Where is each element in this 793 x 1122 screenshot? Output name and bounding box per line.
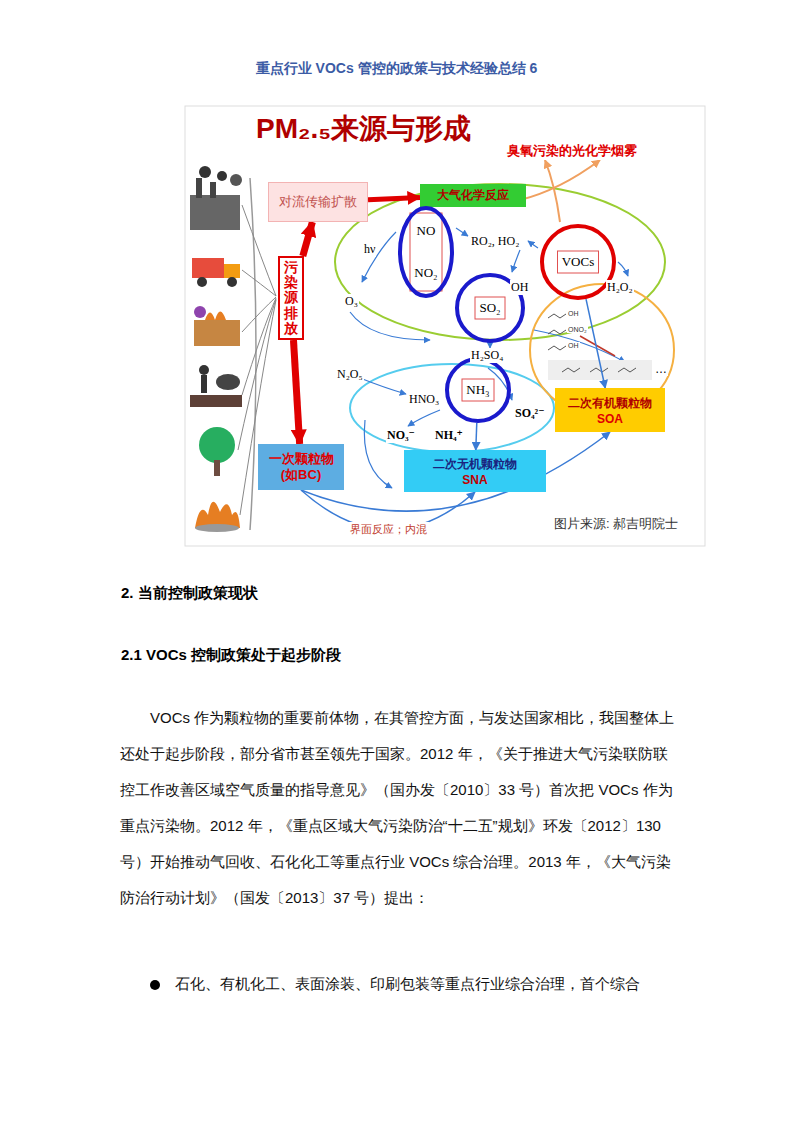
- circle-ring: [447, 359, 509, 421]
- bullet-dot: [150, 980, 160, 990]
- species-box: [558, 251, 599, 273]
- annotation-label: H₂O₂: [606, 280, 634, 295]
- annotation-label: SO₄²⁻: [514, 406, 546, 421]
- truck-icon: [192, 258, 240, 287]
- node-box: 一次颗粒物 (如BC): [258, 444, 344, 490]
- annotation-label: NH₄⁺: [434, 428, 464, 443]
- node-text: 二次有机颗粒物: [568, 395, 652, 412]
- annotation-label: RO₂, HO₂: [470, 234, 520, 249]
- connector: [301, 432, 610, 511]
- fire-icon: [195, 502, 240, 532]
- diagram-title: PM₂.₅来源与形成: [256, 110, 471, 148]
- body-text: 石化、有机化工、表面涂装、印刷包装等重点行业综合治理，首个综合: [175, 975, 685, 994]
- species-box: [410, 213, 442, 291]
- connector: [586, 299, 605, 388]
- farmer-icon: [190, 365, 242, 407]
- running-header: 重点行业 VOCs 管控的政策与技术经验总结 6: [0, 60, 793, 78]
- species-box: [462, 379, 494, 401]
- node-box: 对流传输扩散: [268, 182, 368, 222]
- species-box: [475, 297, 505, 319]
- annotation-label: OH: [510, 280, 529, 295]
- annotation-label: 图片来源: 郝吉明院士: [553, 515, 679, 533]
- tree-icon: [199, 427, 235, 476]
- node-text: NH₃: [466, 382, 489, 398]
- annotation-label: OH: [567, 342, 580, 349]
- connector: [293, 340, 299, 444]
- edge-label: 界面反应；内混: [348, 522, 429, 537]
- annotation-label: 臭氧污染的光化学烟雾: [506, 142, 638, 160]
- circle-outline: [398, 206, 454, 298]
- node-text: NO₂: [414, 265, 437, 281]
- body-text: 2. 当前控制政策现状: [120, 584, 259, 603]
- annotation-label: N₂O₅: [336, 367, 364, 382]
- reaction-region: [335, 184, 665, 340]
- annotation-label: H₂SO₄: [470, 348, 504, 363]
- annotation-label: hν: [363, 242, 376, 257]
- annotation-label: …: [654, 362, 668, 376]
- node-text: 一次颗粒物 (如BC): [266, 451, 336, 484]
- circle-ring: [542, 226, 614, 298]
- annotation-label: HNO₃: [408, 392, 440, 407]
- node-box: 二次有机颗粒物SOA: [555, 388, 665, 432]
- node-text: 对流传输扩散: [279, 193, 357, 211]
- node-text: SO₂: [479, 300, 500, 316]
- node-text: SOA: [597, 412, 623, 426]
- species-circle: NH₃: [445, 357, 511, 423]
- node-text: NO: [417, 223, 436, 239]
- species-circle: VOCs: [540, 224, 616, 300]
- node-text: 二次无机颗粒物: [433, 456, 517, 473]
- connector: [303, 222, 313, 256]
- node-text: SNA: [462, 473, 487, 487]
- node-box: 大气化学反应: [420, 184, 526, 207]
- annotation-label: ONO₂: [567, 326, 588, 333]
- body-text: VOCs 作为颗粒物的重要前体物，在其管控方面，与发达国家相比，我国整体上还处于…: [120, 700, 675, 916]
- node-text: 污染源排放: [284, 260, 298, 337]
- node-box: 污染源排放: [278, 256, 304, 340]
- connector: [476, 423, 477, 450]
- node-text: 大气化学反应: [437, 187, 509, 204]
- annotation-label: NO₃⁻: [386, 428, 416, 443]
- connector: [368, 197, 420, 199]
- species-circle: NO NO₂: [398, 206, 454, 298]
- node-text: VOCs: [562, 254, 595, 270]
- cooking-icon: [194, 306, 240, 346]
- factory-icon: [190, 166, 242, 230]
- node-box: 二次无机颗粒物SNA: [404, 450, 546, 492]
- annotation-label: O₃: [344, 294, 359, 309]
- annotation-label: OH: [567, 310, 580, 317]
- body-text: 2.1 VOCs 控制政策处于起步阶段: [120, 646, 342, 665]
- circle-ring: [400, 208, 452, 296]
